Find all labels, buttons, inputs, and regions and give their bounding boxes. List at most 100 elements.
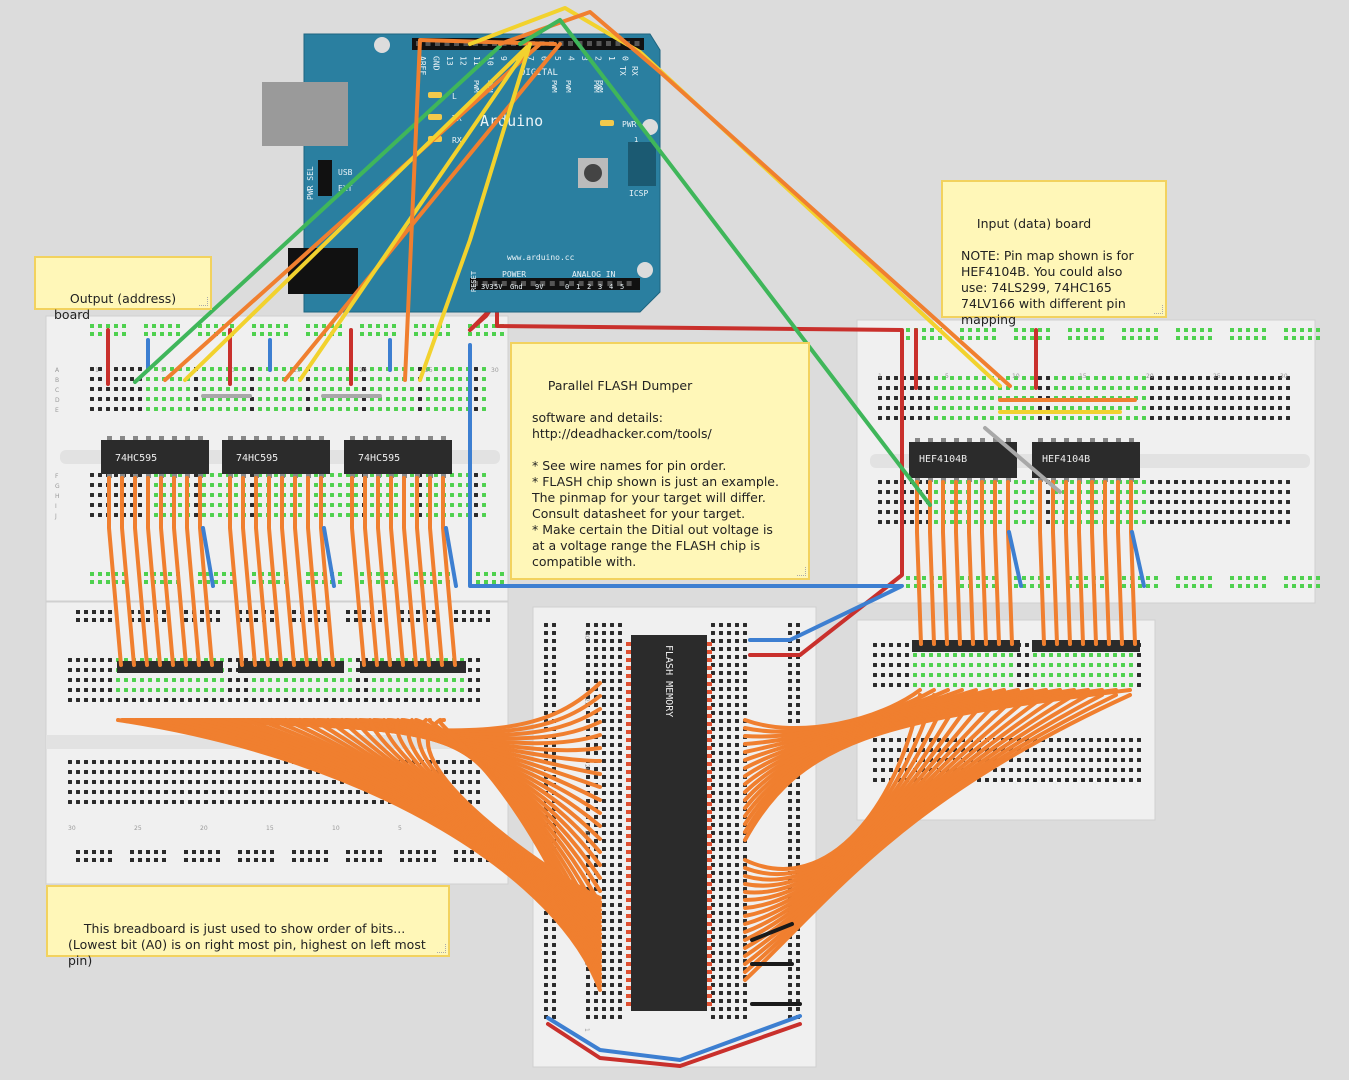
rail-hole xyxy=(246,618,250,622)
breadboard-hole xyxy=(260,760,264,764)
breadboard-hole xyxy=(308,790,312,794)
rail-hole xyxy=(796,647,800,651)
breadboard-hole xyxy=(1038,376,1042,380)
address-wire xyxy=(159,476,175,667)
rail-hole xyxy=(544,927,548,931)
breadboard-hole xyxy=(594,703,598,707)
rail-hole xyxy=(100,618,104,622)
breadboard-hole xyxy=(1198,396,1202,400)
rail-hole xyxy=(1046,584,1050,588)
flash-pin xyxy=(626,850,631,854)
rail-hole xyxy=(968,336,972,340)
breadboard-hole xyxy=(106,397,110,401)
breadboard-hole xyxy=(154,407,158,411)
breadboard-hole xyxy=(1086,480,1090,484)
reset-button-cap xyxy=(584,164,602,182)
rail-hole xyxy=(1154,576,1158,580)
flash-pin xyxy=(626,834,631,838)
breadboard-hole xyxy=(76,668,80,672)
breadboard-hole xyxy=(1129,768,1133,772)
breadboard-hole xyxy=(1089,673,1093,677)
rail-hole xyxy=(314,580,318,584)
breadboard-hole xyxy=(1286,376,1290,380)
rail-hole xyxy=(260,332,264,336)
breadboard-hole xyxy=(116,698,120,702)
breadboard-hole xyxy=(458,407,462,411)
breadboard-hole xyxy=(1022,480,1026,484)
breadboard-hole xyxy=(1121,768,1125,772)
rail-hole xyxy=(430,572,434,576)
rail-hole xyxy=(300,858,304,862)
rail-hole xyxy=(122,324,126,328)
breadboard-hole xyxy=(1134,406,1138,410)
breadboard-hole xyxy=(130,397,134,401)
arduino-control-wire xyxy=(403,38,557,382)
rail-hole xyxy=(430,324,434,328)
breadboard-hole xyxy=(138,397,142,401)
breadboard-hole xyxy=(719,983,723,987)
breadboard-hole xyxy=(878,510,882,514)
rail-hole xyxy=(796,967,800,971)
breadboard-hole xyxy=(1126,376,1130,380)
breadboard-hole xyxy=(594,663,598,667)
rail-hole xyxy=(796,847,800,851)
breadboard-hole xyxy=(719,695,723,699)
breadboard-hole xyxy=(1022,510,1026,514)
breadboard-hole xyxy=(170,367,174,371)
rail-hole xyxy=(292,610,296,614)
rail-hole xyxy=(362,858,366,862)
breadboard-hole xyxy=(727,671,731,675)
rail-hole xyxy=(198,580,202,584)
breadboard-hole xyxy=(990,386,994,390)
breadboard-hole xyxy=(194,397,198,401)
breadboard-hole xyxy=(274,407,278,411)
breadboard-hole xyxy=(974,396,978,400)
breadboard-hole xyxy=(1174,480,1178,484)
rail-hole xyxy=(146,618,150,622)
breadboard-hole xyxy=(330,387,334,391)
breadboard-hole xyxy=(921,653,925,657)
breadboard-hole xyxy=(878,480,882,484)
breadboard-hole xyxy=(1097,683,1101,687)
breadboard-hole xyxy=(894,490,898,494)
breadboard-hole xyxy=(727,1015,731,1019)
rail-hole xyxy=(796,687,800,691)
breadboard-hole xyxy=(1129,683,1133,687)
breadboard-hole xyxy=(388,678,392,682)
breadboard-hole xyxy=(170,377,174,381)
jumper-wire xyxy=(750,922,794,942)
breadboard-hole xyxy=(188,760,192,764)
breadboard-hole xyxy=(610,967,614,971)
breadboard-hole xyxy=(735,807,739,811)
breadboard-hole xyxy=(482,493,486,497)
flash-pin xyxy=(626,714,631,718)
flash-pin xyxy=(707,922,712,926)
breadboard-hole xyxy=(1014,386,1018,390)
breadboard-hole xyxy=(974,406,978,410)
breadboard-hole xyxy=(950,376,954,380)
rail-hole xyxy=(552,943,556,947)
breadboard-hole xyxy=(348,668,352,672)
breadboard-hole xyxy=(727,967,731,971)
breadboard-hole xyxy=(124,790,128,794)
breadboard-hole xyxy=(982,376,986,380)
breadboard-hole xyxy=(602,999,606,1003)
breadboard-hole xyxy=(330,513,334,517)
column-label: 10 xyxy=(332,825,340,832)
chip-pin xyxy=(172,474,177,478)
breadboard-hole xyxy=(602,943,606,947)
breadboard-hole xyxy=(727,863,731,867)
breadboard-hole xyxy=(196,780,200,784)
chip-pin xyxy=(159,474,164,478)
flash-pin xyxy=(707,938,712,942)
breadboard-hole xyxy=(886,490,890,494)
breadboard-hole xyxy=(982,406,986,410)
rail-hole xyxy=(1122,584,1126,588)
breadboard-hole xyxy=(252,698,256,702)
rail-hole xyxy=(90,324,94,328)
breadboard-hole xyxy=(1113,673,1117,677)
breadboard-hole xyxy=(138,503,142,507)
breadboard-hole xyxy=(998,510,1002,514)
rail-hole xyxy=(1284,584,1288,588)
rail-hole xyxy=(478,858,482,862)
